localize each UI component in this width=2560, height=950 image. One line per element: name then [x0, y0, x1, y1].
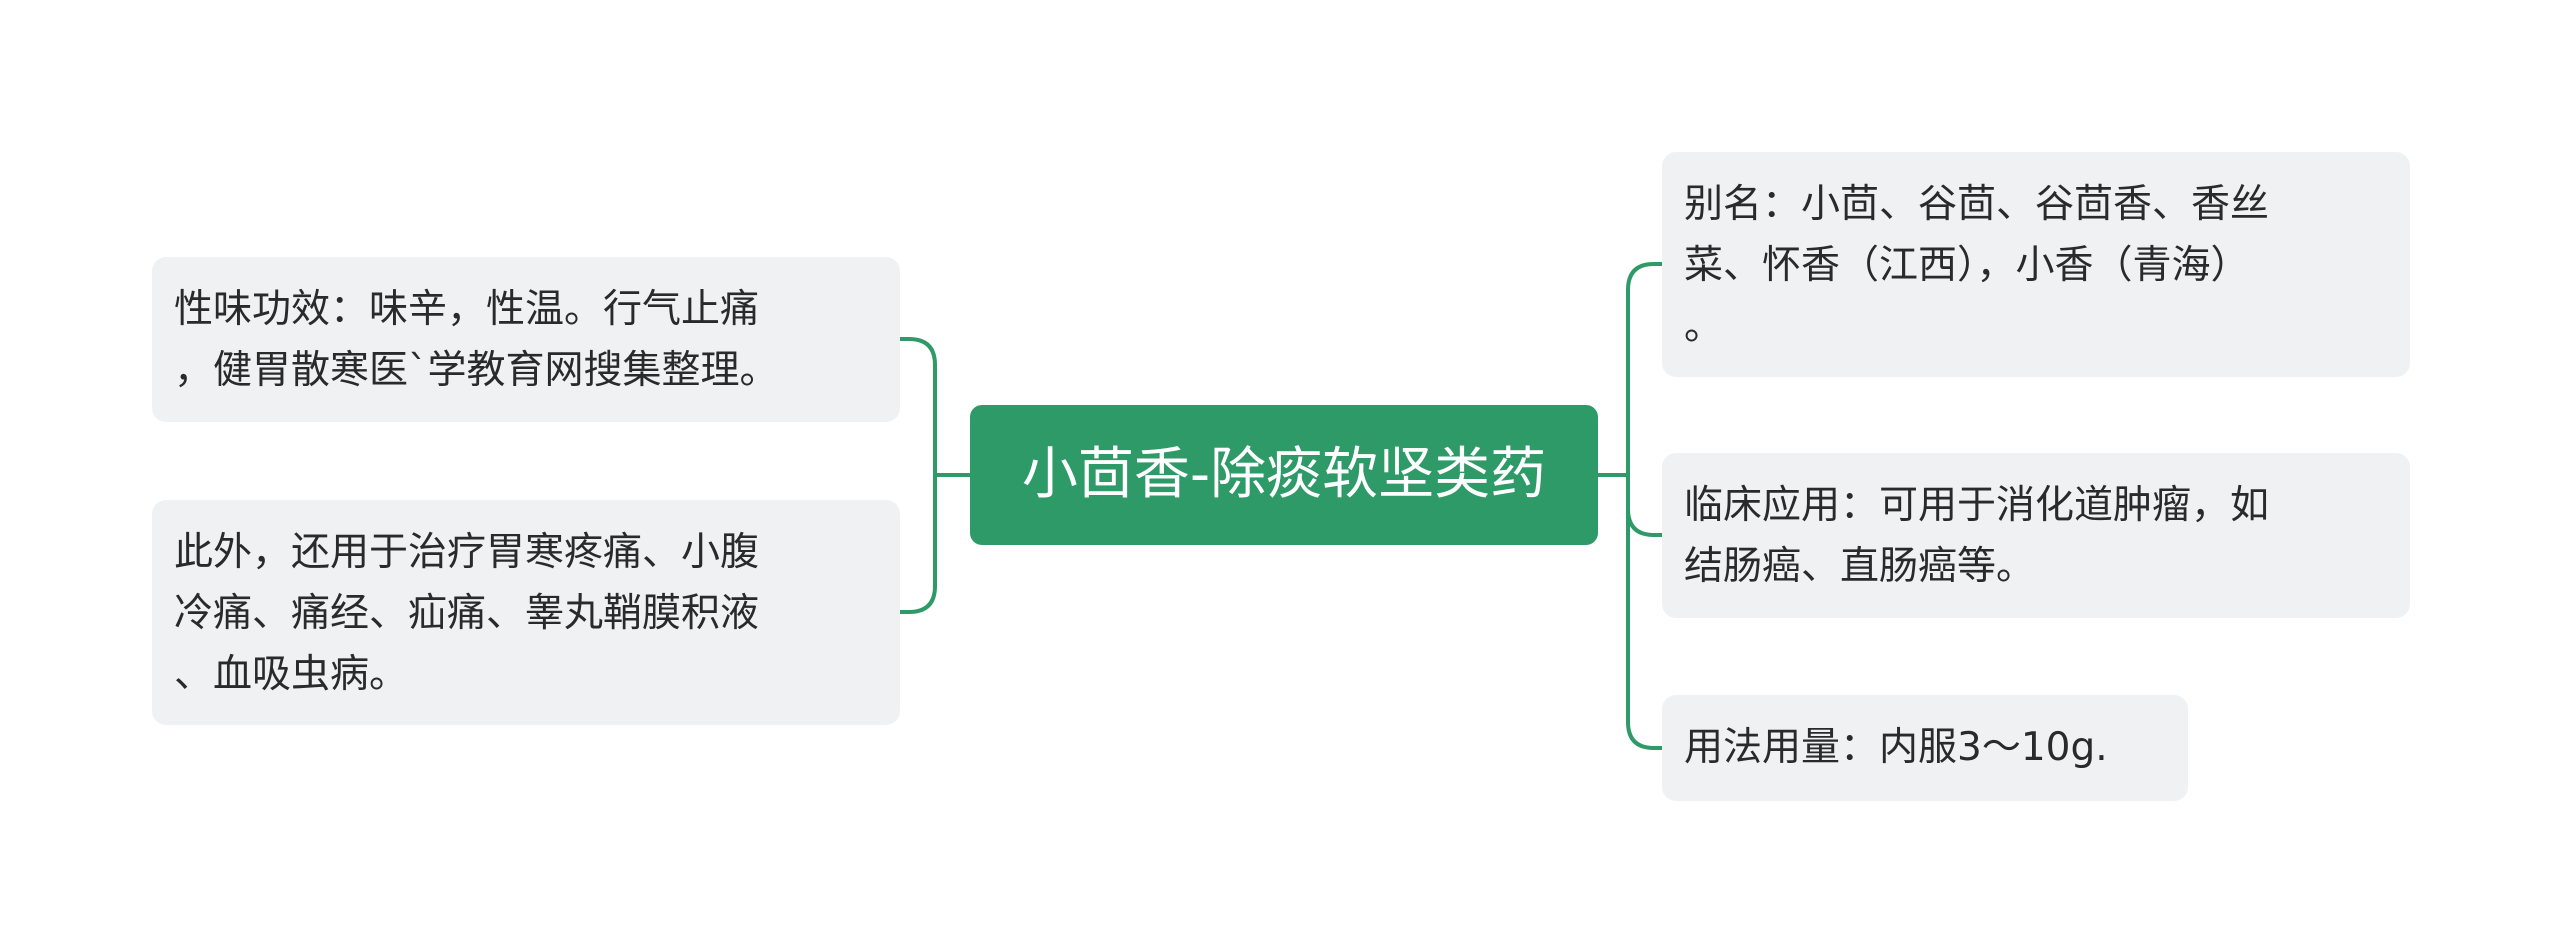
- connector-right-1: [1626, 262, 1664, 477]
- topic-line: 、血吸虫病。: [174, 652, 409, 697]
- connector-left-1: [898, 337, 937, 477]
- topic-clinical-use[interactable]: 临床应用：可用于消化道肿瘤，如 结肠癌、直肠癌等。: [1662, 453, 2410, 618]
- connector-right-2: [1626, 473, 1664, 537]
- topic-line: 冷痛、痛经、疝痛、睾丸鞘膜积液: [174, 591, 760, 636]
- topic-line: ，健胃散寒医`学教育网搜集整理。: [174, 348, 779, 393]
- topic-line: 临床应用：可用于消化道肿瘤，如: [1684, 483, 2270, 528]
- connector-left-2: [898, 473, 937, 614]
- topic-aliases[interactable]: 别名：小茴、谷茴、谷茴香、香丝 菜、怀香（江西），小香（青海） 。: [1662, 152, 2410, 377]
- topic-flavor-effect[interactable]: 性味功效：味辛，性温。行气止痛 ，健胃散寒医`学教育网搜集整理。: [152, 257, 900, 422]
- topic-line: 此外，还用于治疗胃寒疼痛、小腹: [174, 530, 760, 575]
- topic-other-uses[interactable]: 此外，还用于治疗胃寒疼痛、小腹 冷痛、痛经、疝痛、睾丸鞘膜积液 、血吸虫病。: [152, 500, 900, 725]
- topic-dosage[interactable]: 用法用量：内服3～10g.: [1662, 695, 2188, 801]
- root-topic-label: 小茴香-除痰软坚类药: [1021, 442, 1547, 507]
- topic-line: 结肠癌、直肠癌等。: [1684, 544, 2036, 589]
- topic-line: 性味功效：味辛，性温。行气止痛: [174, 287, 760, 332]
- connector-right-3: [1626, 473, 1664, 750]
- root-topic[interactable]: 小茴香-除痰软坚类药: [970, 405, 1598, 545]
- topic-line: 菜、怀香（江西），小香（青海）: [1684, 243, 2250, 288]
- topic-line: 别名：小茴、谷茴、谷茴香、香丝: [1684, 182, 2270, 227]
- topic-line: 。: [1684, 304, 1724, 349]
- topic-line: 用法用量：内服3～10g.: [1684, 725, 2108, 770]
